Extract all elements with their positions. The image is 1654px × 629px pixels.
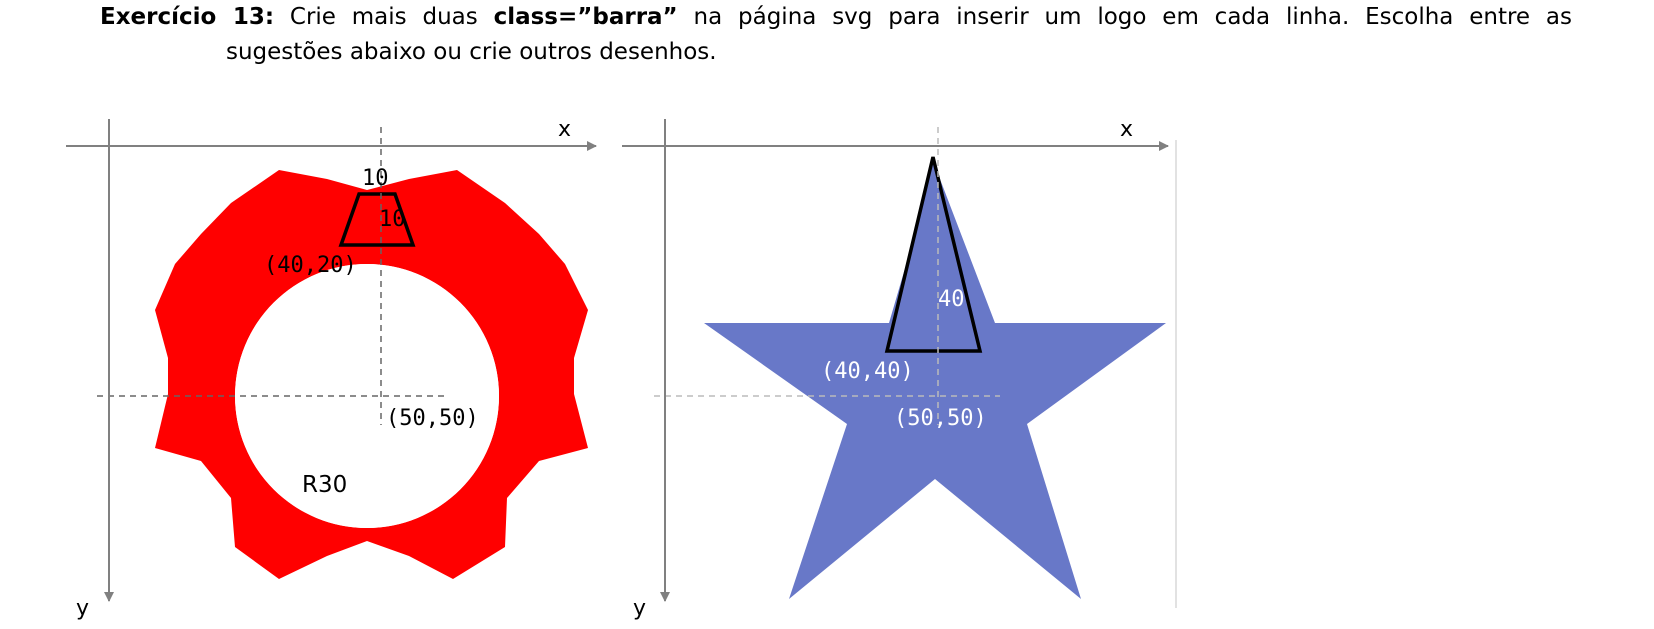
star-shape	[704, 166, 1166, 599]
gear-tooth-height-label: 10	[379, 207, 406, 232]
gear-radius-label: R30	[302, 472, 347, 498]
exercise-instruction: Exercício 13: Crie mais duas class=”barr…	[100, 0, 1572, 70]
gear-figure: x y 10 10 (40,20) (50,50) R30	[66, 117, 597, 621]
instruction-line-2: sugestões abaixo ou crie outros desenhos…	[226, 39, 717, 65]
exercise-label: Exercício 13:	[100, 4, 275, 30]
gear-tooth-corner-label: (40,20)	[264, 253, 357, 278]
star-y-axis-label: y	[633, 596, 646, 621]
star-x-axis-label: x	[1120, 117, 1133, 142]
gear-tooth-highlight	[338, 192, 416, 247]
instruction-line-1: Exercício 13: Crie mais duas class=”barr…	[100, 0, 1572, 35]
star-spike-height-label: 40	[938, 287, 965, 312]
class-code: class=”barra”	[493, 4, 678, 30]
gear-y-axis-label: y	[76, 596, 89, 621]
star-spike-corner-label: (40,40)	[821, 359, 914, 384]
instruction-text-2: na página svg para inserir um logo em ca…	[677, 4, 1572, 30]
gear-x-axis-label: x	[558, 117, 571, 142]
gear-tooth-width-label: 10	[362, 166, 389, 191]
gear-center-label: (50,50)	[386, 406, 479, 431]
instruction-text-1: Crie mais duas	[274, 4, 494, 30]
star-center-label: (50,50)	[894, 406, 987, 431]
star-spike-highlight	[884, 156, 983, 353]
star-figure: x y 40 (40,40) (50,50)	[622, 117, 1177, 621]
